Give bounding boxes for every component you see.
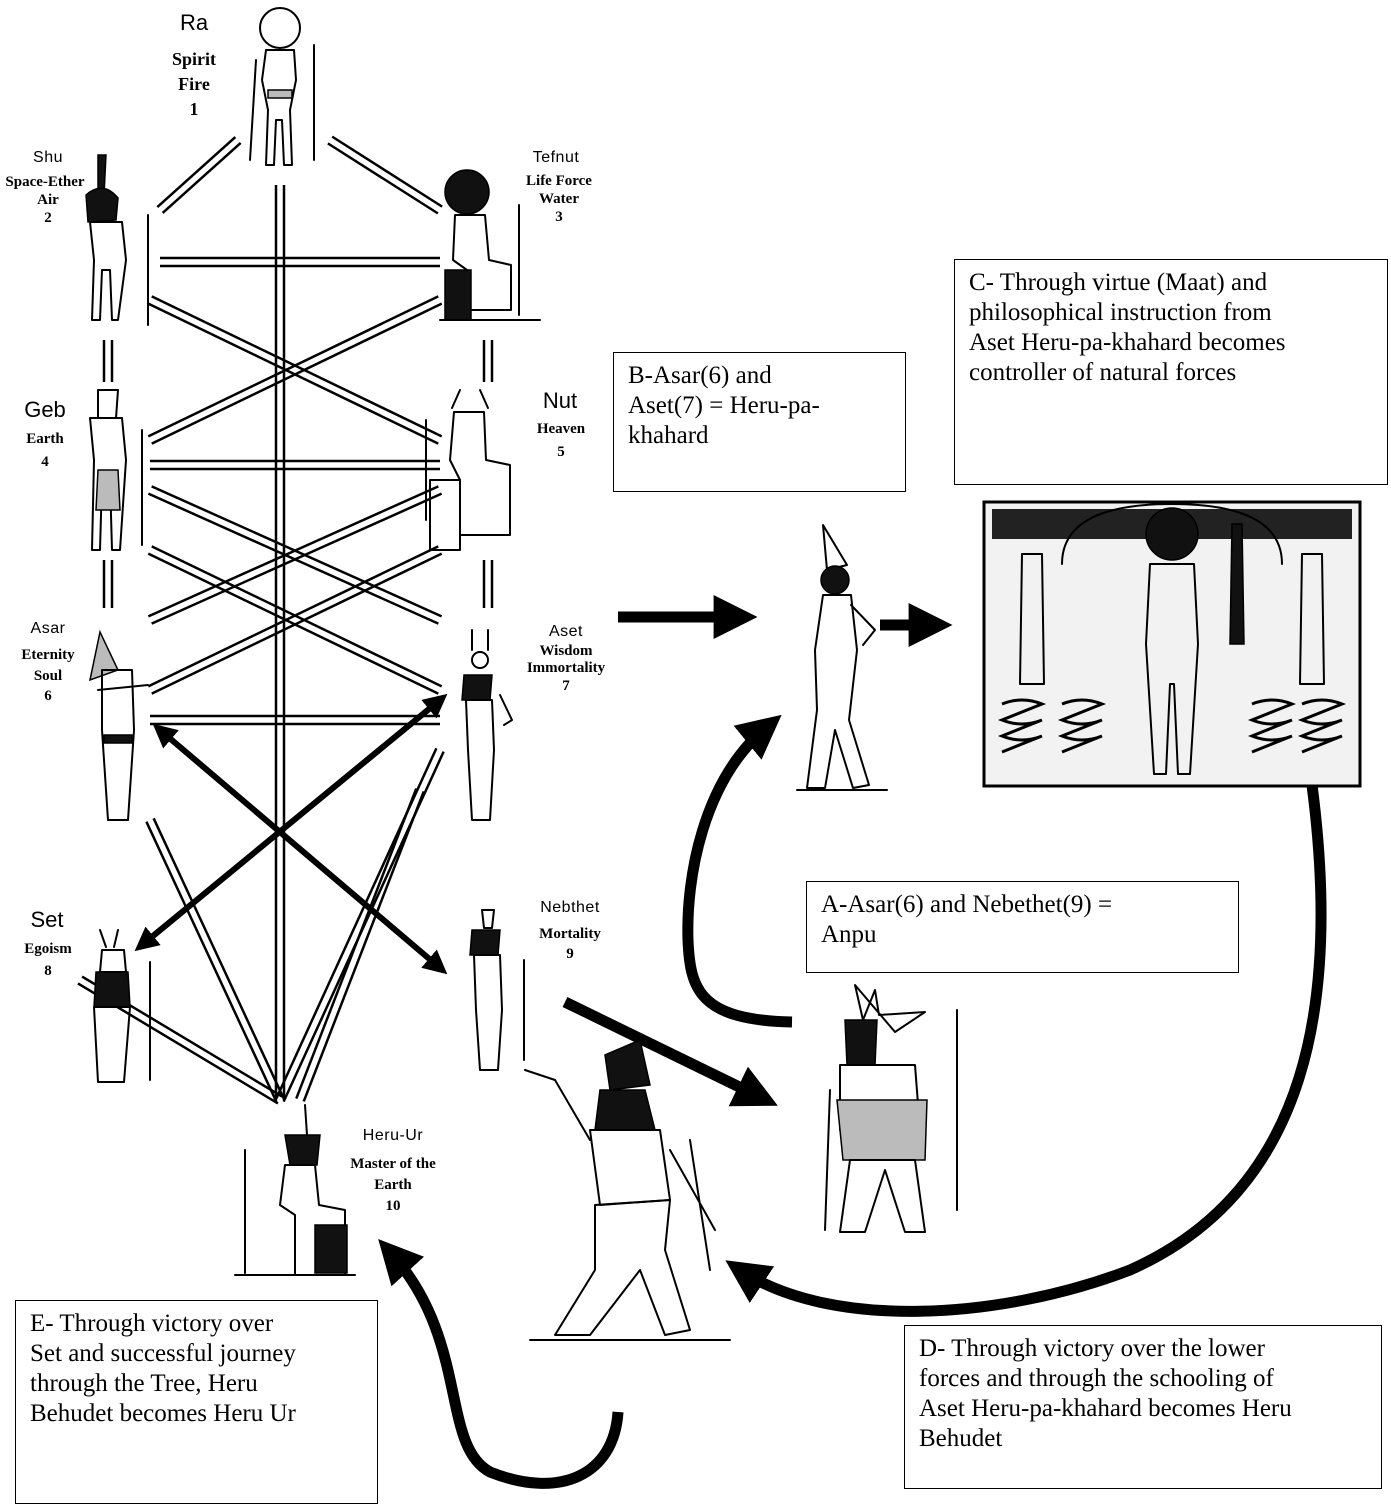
label-shu: Shu Space-Ether Air 2 bbox=[5, 149, 84, 226]
tree-path-line bbox=[147, 295, 439, 438]
tree-path-line bbox=[147, 545, 439, 688]
nebthet-to-anpu-arrow bbox=[562, 997, 778, 1107]
sefirah-number: 5 bbox=[557, 444, 565, 460]
tefnut-deity-icon bbox=[439, 169, 541, 321]
label-nut: Nut Heaven 5 bbox=[537, 388, 586, 460]
sefirah-attribute: Eternity bbox=[21, 647, 75, 663]
tree-path-line bbox=[147, 485, 439, 618]
tree-path-line bbox=[161, 142, 242, 214]
stele-to-heru-behudet-arrow bbox=[725, 784, 1327, 1317]
sefirah-attribute: Immortality bbox=[527, 660, 606, 676]
sefirah-attribute: Spirit bbox=[172, 49, 216, 69]
sefirah-number: 6 bbox=[44, 688, 52, 704]
note-a: A-Asar(6) and Nebethet(9) = Anpu bbox=[806, 881, 1239, 973]
label-asar: Asar Eternity Soul 6 bbox=[21, 620, 75, 704]
geb-deity-icon bbox=[89, 389, 143, 551]
sefirah-number: 1 bbox=[190, 99, 199, 119]
sefirah-name: Asar bbox=[31, 620, 66, 637]
tree-path-line bbox=[147, 492, 439, 625]
sefirah-number: 7 bbox=[562, 678, 570, 694]
sefirah-attribute: Earth bbox=[26, 431, 64, 447]
set-deity-icon bbox=[93, 929, 151, 1083]
sefirah-name: Ra bbox=[180, 10, 209, 35]
tree-path-line bbox=[151, 552, 443, 695]
note-d: D- Through victory over the lower forces… bbox=[904, 1325, 1382, 1489]
sefirah-attribute: Soul bbox=[34, 668, 62, 684]
note-b: B-Asar(6) and Aset(7) = Heru-pa- khahard bbox=[613, 352, 906, 492]
sefirah-attribute: Water bbox=[539, 191, 579, 207]
sefirah-attribute: Master of the bbox=[350, 1156, 436, 1172]
sefirah-number: 8 bbox=[44, 963, 52, 979]
anpu-to-heru-pa-khahard-arrow bbox=[682, 714, 793, 1028]
anpu-icon bbox=[824, 984, 958, 1233]
sefirah-name: Set bbox=[30, 907, 63, 932]
sefirah-name: Heru-Ur bbox=[363, 1127, 424, 1144]
sefirah-number: 9 bbox=[566, 946, 574, 962]
tree-path-line bbox=[147, 302, 439, 445]
sefirah-attribute: Air bbox=[37, 192, 59, 208]
label-tefnut: Tefnut Life Force Water 3 bbox=[526, 149, 592, 225]
sefirah-number: 4 bbox=[41, 454, 49, 470]
sefirah-name: Aset bbox=[549, 623, 583, 640]
ra-deity-icon bbox=[249, 7, 315, 166]
tree-path-line bbox=[151, 302, 443, 445]
tree-path-line bbox=[151, 485, 443, 618]
heru-behudet-icon bbox=[524, 1038, 731, 1341]
label-geb: Geb Earth 4 bbox=[24, 397, 66, 470]
sefirah-attribute: Earth bbox=[374, 1177, 412, 1193]
sefirah-name: Geb bbox=[24, 397, 66, 422]
label-ra: Ra Spirit Fire 1 bbox=[172, 10, 216, 119]
tree-path-line bbox=[152, 817, 285, 1099]
tree-path-line bbox=[302, 790, 425, 1102]
label-aset: Aset Wisdom Immortality 7 bbox=[527, 623, 606, 694]
tree-path-line bbox=[295, 788, 418, 1100]
tree-path-line bbox=[147, 552, 439, 695]
note-c: C- Through virtue (Maat) and philosophic… bbox=[954, 259, 1388, 485]
label-heru-ur: Heru-Ur Master of the Earth 10 bbox=[350, 1127, 436, 1214]
sefirah-name: Shu bbox=[33, 149, 63, 166]
sefirah-name: Nut bbox=[543, 388, 577, 413]
label-nebthet: Nebthet Mortality 9 bbox=[539, 899, 601, 962]
sefirah-attribute: Fire bbox=[178, 74, 210, 94]
sefirah-number: 3 bbox=[555, 209, 563, 225]
controller-of-forces-stele-icon bbox=[982, 500, 1362, 788]
sefirah-number: 10 bbox=[386, 1198, 401, 1214]
sefirah-attribute: Heaven bbox=[537, 421, 586, 437]
nebthet-deity-icon bbox=[469, 909, 525, 1071]
label-set: Set Egoism 8 bbox=[24, 907, 72, 979]
sefirah-number: 2 bbox=[44, 210, 52, 226]
tree-paths bbox=[77, 135, 494, 1105]
shu-deity-icon bbox=[85, 154, 149, 326]
arrows bbox=[134, 595, 1327, 1489]
note-e: E- Through victory over Set and successf… bbox=[15, 1300, 378, 1504]
tree-path-line bbox=[145, 821, 278, 1103]
aset-deity-icon bbox=[461, 629, 513, 821]
heru-ur-deity-icon bbox=[234, 1104, 356, 1276]
sefirah-name: Nebthet bbox=[540, 899, 600, 916]
sefirah-attribute: Space-Ether bbox=[5, 174, 84, 190]
tree-path-line bbox=[331, 135, 443, 208]
nut-deity-icon bbox=[425, 389, 511, 551]
sefirah-name: Tefnut bbox=[533, 149, 580, 166]
asar-deity-icon bbox=[88, 629, 149, 821]
heru-behudet-to-heru-ur-arrow bbox=[378, 1238, 624, 1489]
sefirah-attribute: Egoism bbox=[24, 941, 72, 957]
sefirah-attribute: Mortality bbox=[539, 926, 601, 942]
sefirah-attribute: Life Force bbox=[526, 173, 592, 189]
tree-path-line bbox=[151, 492, 443, 625]
tree-path-line bbox=[151, 295, 443, 438]
aset-to-set-arrow bbox=[134, 693, 448, 952]
tree-path-line bbox=[151, 545, 443, 688]
tree-path-line bbox=[327, 142, 439, 215]
heru-pa-khahard-icon bbox=[796, 524, 888, 791]
sefirah-attribute: Wisdom bbox=[539, 643, 593, 659]
tree-path-line bbox=[156, 136, 237, 208]
